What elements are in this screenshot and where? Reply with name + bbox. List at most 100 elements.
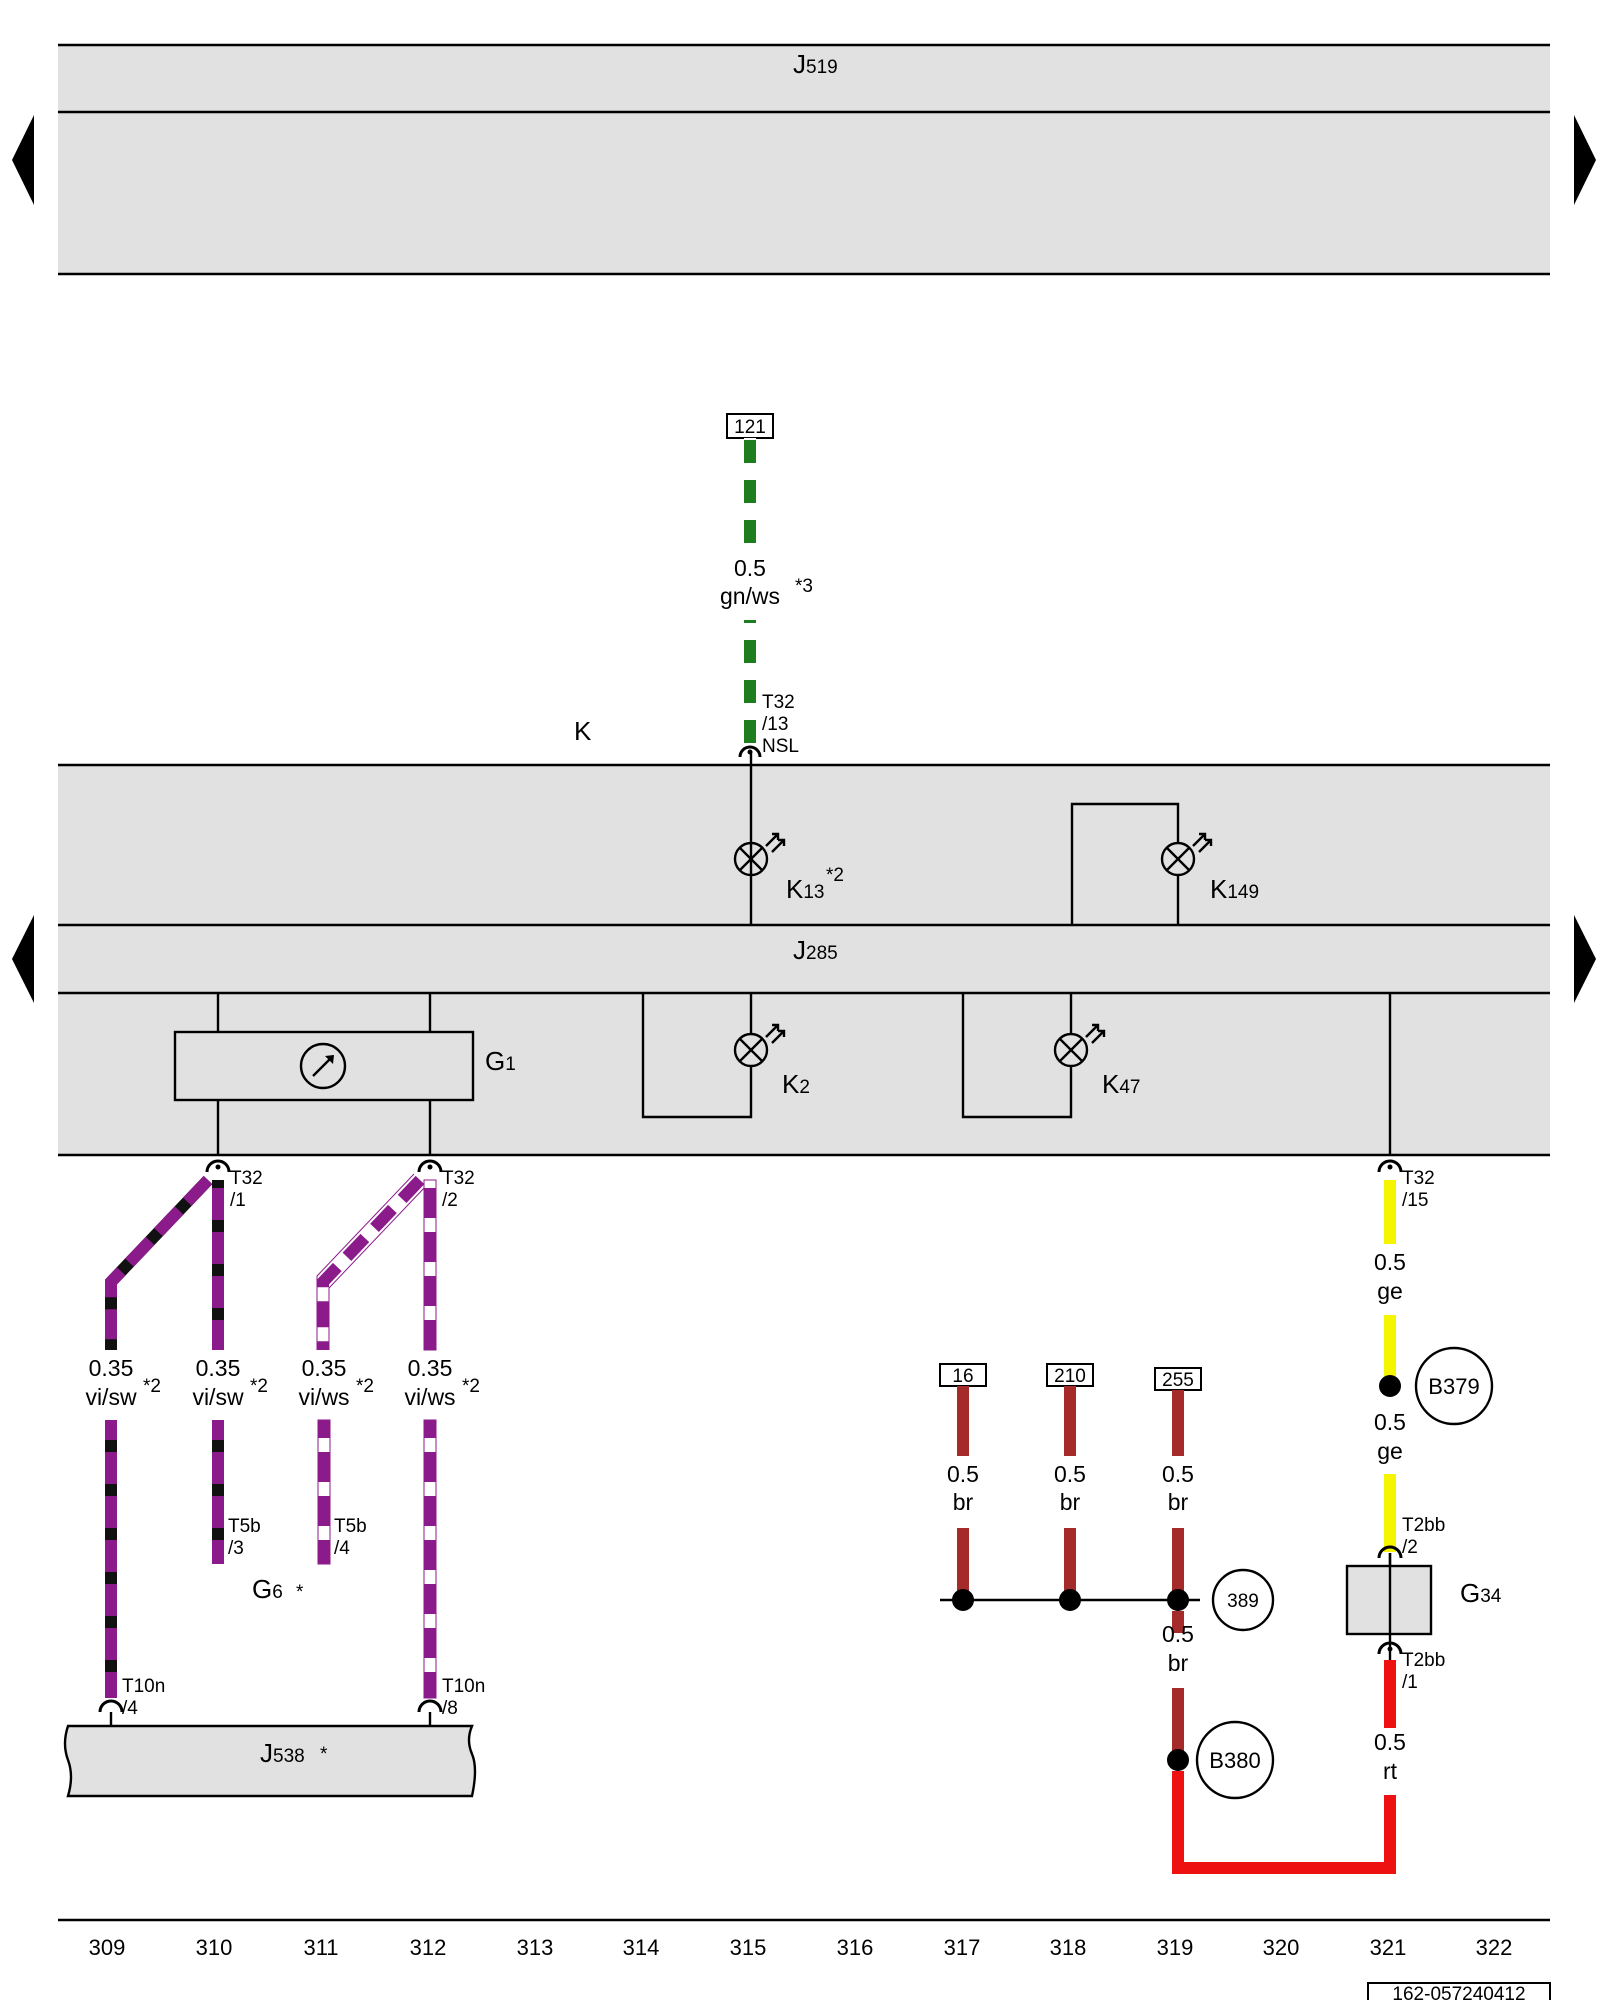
- svg-text:0.5: 0.5: [1374, 1249, 1406, 1275]
- k2-label: K2: [782, 1069, 810, 1099]
- connector-t32-1: [205, 1159, 231, 1173]
- svg-text:/2: /2: [1402, 1537, 1418, 1558]
- svg-text:*2: *2: [462, 1376, 480, 1397]
- svg-text:br: br: [953, 1489, 974, 1515]
- svg-text:/15: /15: [1402, 1190, 1428, 1211]
- svg-text:T5b: T5b: [228, 1516, 261, 1537]
- j285-label: J285: [793, 935, 838, 965]
- junction-319: [1167, 1589, 1189, 1611]
- svg-text:0.35: 0.35: [196, 1355, 241, 1381]
- wire-vi-ws-to-t5b4: [318, 1420, 330, 1564]
- junction-317: [952, 1589, 974, 1611]
- k-module-label: K: [574, 716, 592, 746]
- wire-gnws-upper: [744, 438, 756, 552]
- column-number: 320: [1263, 1935, 1300, 1960]
- connector-t10n-4: [98, 1699, 124, 1713]
- column-number: 311: [303, 1935, 338, 1960]
- k149-lamp-icon: [1160, 832, 1213, 877]
- svg-text:B379: B379: [1428, 1374, 1479, 1399]
- g6-label: G6: [252, 1574, 283, 1604]
- column-number: 310: [196, 1935, 233, 1960]
- column-number: 309: [89, 1935, 126, 1960]
- column-number: 316: [837, 1935, 874, 1960]
- column-number: 312: [410, 1935, 447, 1960]
- junction-b380: [1167, 1749, 1189, 1771]
- svg-text:vi/sw: vi/sw: [192, 1384, 244, 1410]
- column-number: 321: [1370, 1935, 1407, 1960]
- svg-text:/3: /3: [228, 1538, 244, 1559]
- wire-vi-sw-to-t10n4: [105, 1420, 117, 1698]
- label-vi-sw-1: 0.35 vi/sw *2: [85, 1355, 161, 1410]
- wire-vi-sw-diagonal: [105, 1175, 213, 1350]
- svg-text:*2: *2: [143, 1376, 161, 1397]
- column-number: 315: [730, 1935, 767, 1960]
- page-next-arrow-top[interactable]: [1574, 115, 1596, 205]
- k47-label: K47: [1102, 1069, 1140, 1099]
- label-br-319: 0.5 br: [1162, 1461, 1194, 1515]
- svg-text:0.35: 0.35: [408, 1355, 453, 1381]
- svg-text:vi/ws: vi/ws: [298, 1384, 349, 1410]
- svg-text:T32: T32: [1402, 1168, 1435, 1189]
- svg-text:ge: ge: [1377, 1438, 1403, 1464]
- page-prev-arrow-mid[interactable]: [12, 915, 34, 1003]
- column-number: 314: [623, 1935, 660, 1960]
- svg-text:T2bb: T2bb: [1402, 1650, 1445, 1671]
- svg-text:162-057240412: 162-057240412: [1392, 1984, 1525, 2000]
- svg-text:/1: /1: [230, 1190, 246, 1211]
- svg-text:16: 16: [952, 1366, 973, 1387]
- connector-t2bb-1: [1377, 1641, 1403, 1655]
- j538-label: J538: [260, 1738, 305, 1768]
- page-prev-arrow-top[interactable]: [12, 115, 34, 205]
- svg-text:T5b: T5b: [334, 1516, 367, 1537]
- svg-text:br: br: [1168, 1489, 1189, 1515]
- wire-vi-sw-straight: [212, 1180, 224, 1350]
- svg-text:/1: /1: [1402, 1672, 1418, 1693]
- module-j519: J519: [58, 43, 1550, 276]
- k47-lamp-icon: [1053, 1023, 1106, 1068]
- wire-vi-ws-diagonal: [317, 1175, 425, 1350]
- svg-text:*2: *2: [250, 1376, 268, 1397]
- svg-text:/13: /13: [762, 714, 788, 735]
- j519-label: J519: [793, 49, 838, 79]
- wire-ge-upper: [1384, 1180, 1396, 1244]
- k149-label: K149: [1210, 874, 1259, 904]
- label-rt: 0.5 rt: [1374, 1729, 1406, 1784]
- label-br-319b: 0.5 br: [1162, 1621, 1194, 1676]
- label-br-318: 0.5 br: [1054, 1461, 1086, 1515]
- svg-text:0.5: 0.5: [1054, 1461, 1086, 1487]
- column-number: 319: [1157, 1935, 1194, 1960]
- wire-vi-sw-to-t5b3: [212, 1420, 224, 1564]
- svg-text:*2: *2: [356, 1376, 374, 1397]
- junction-b379: [1379, 1375, 1401, 1397]
- j538-mark: *: [320, 1744, 328, 1765]
- svg-text:0.5: 0.5: [1374, 1409, 1406, 1435]
- svg-text:/4: /4: [334, 1538, 350, 1559]
- gauge-icon: [299, 1042, 347, 1090]
- label-br-317: 0.5 br: [947, 1461, 979, 1515]
- label-ge-1: 0.5 ge: [1374, 1249, 1406, 1304]
- svg-text:0.35: 0.35: [89, 1355, 134, 1381]
- svg-text:0.5: 0.5: [1162, 1461, 1194, 1487]
- page-next-arrow-mid[interactable]: [1574, 915, 1596, 1003]
- k13-note: *2: [826, 865, 844, 886]
- junction-318: [1059, 1589, 1081, 1611]
- column-number: 318: [1050, 1935, 1087, 1960]
- column-number: 313: [517, 1935, 554, 1960]
- wire-br-319-upper: [1172, 1390, 1184, 1456]
- label-vi-ws-2: 0.35 vi/ws *2: [404, 1355, 480, 1410]
- svg-text:T2bb: T2bb: [1402, 1515, 1445, 1536]
- wire-ge-lower: [1384, 1474, 1396, 1552]
- wire-rt-upper: [1384, 1660, 1396, 1728]
- svg-text:NSL: NSL: [762, 736, 799, 757]
- svg-text:B380: B380: [1209, 1748, 1260, 1773]
- module-k-j285: J285: [58, 763, 1550, 1157]
- svg-text:255: 255: [1162, 1370, 1194, 1391]
- footer-columns: 309 310 311 312 313 314 315 316 317 318 …: [89, 1935, 1513, 1960]
- connector-t32-15: [1377, 1159, 1403, 1173]
- ref-255: 255: [1154, 1367, 1202, 1391]
- column-number: 322: [1476, 1935, 1513, 1960]
- svg-text:389: 389: [1227, 1591, 1259, 1612]
- g1-label: G1: [485, 1046, 516, 1076]
- svg-text:T10n: T10n: [122, 1676, 165, 1697]
